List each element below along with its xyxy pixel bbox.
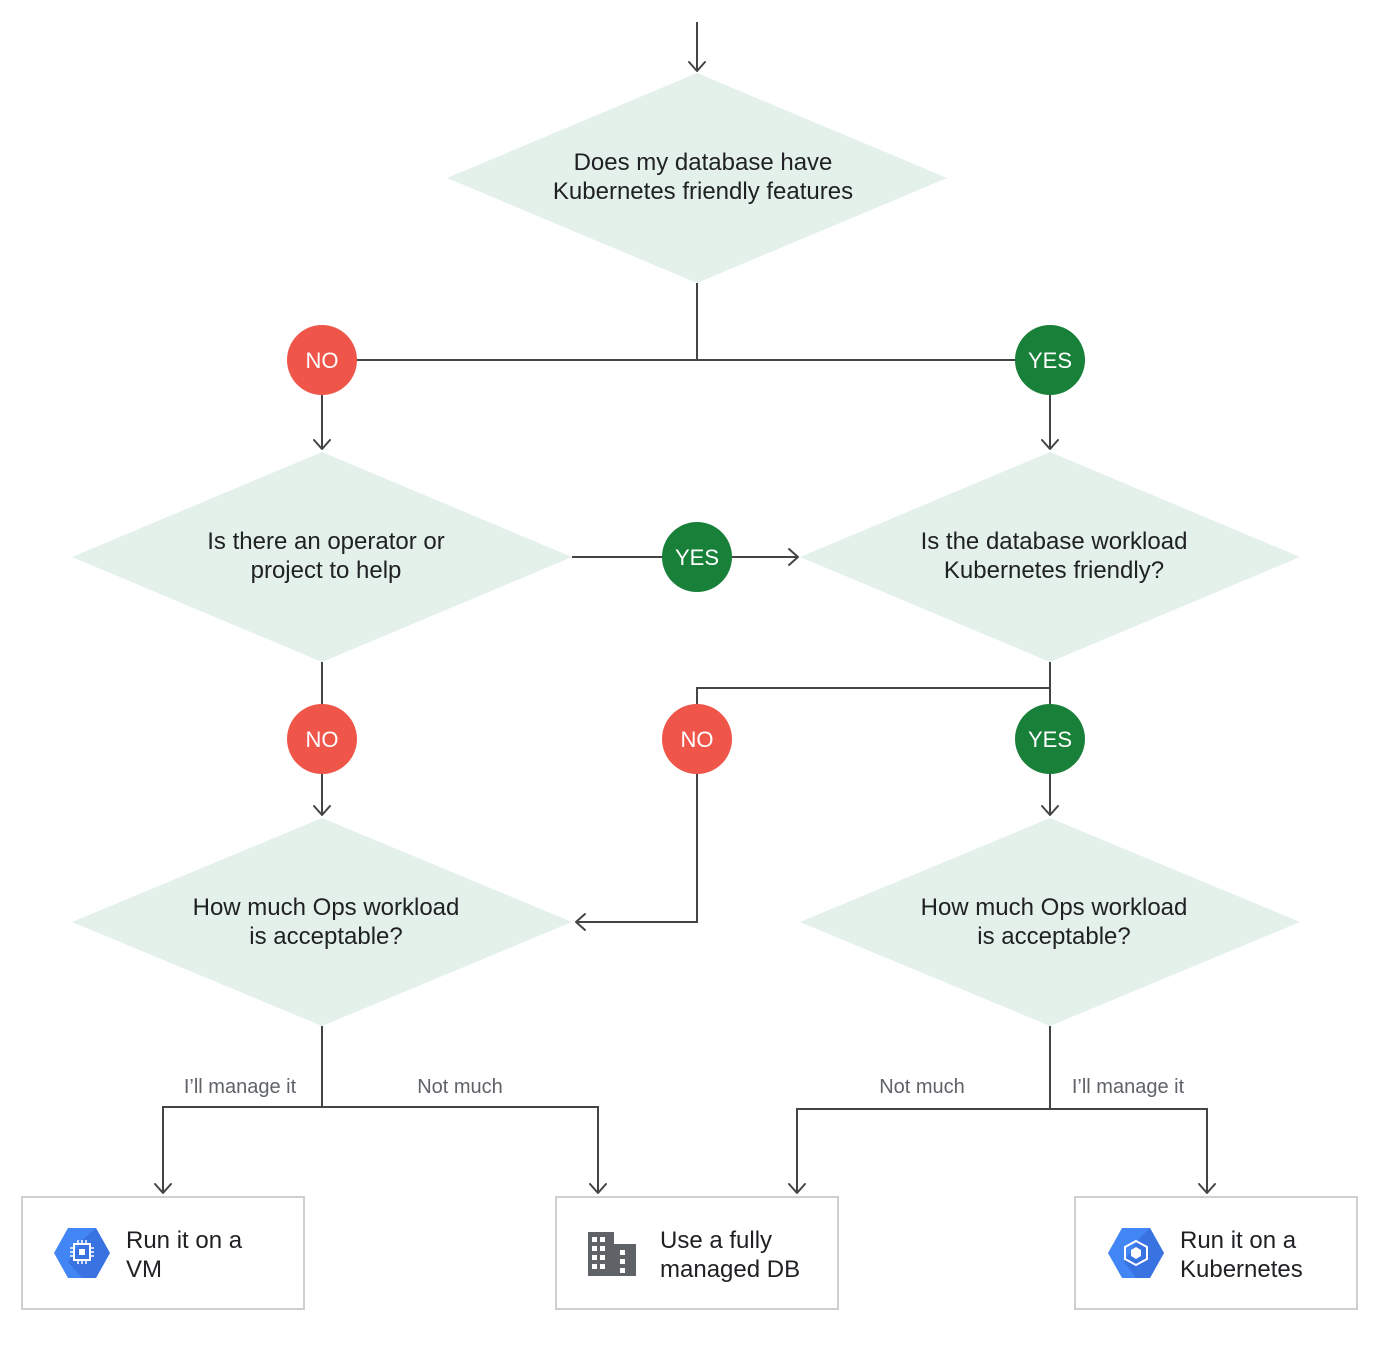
result-managed-line1: Use a fully — [660, 1227, 772, 1254]
badge-label: NO — [306, 348, 339, 373]
q5-line2: is acceptable? — [977, 923, 1130, 950]
q2-yes-arrowhead — [788, 548, 799, 566]
badge-yes-1: YES — [1015, 325, 1085, 395]
yes-badge-circle — [662, 522, 732, 592]
badge-label: YES — [1028, 348, 1072, 373]
yes1-arrowhead — [1041, 439, 1059, 450]
diamond-shape — [447, 73, 947, 283]
q3-yes-arrowhead — [1041, 805, 1059, 816]
q4-branch-line — [162, 1106, 599, 1192]
result-vm-line2: VM — [126, 1256, 162, 1283]
entry-arrowhead — [688, 61, 706, 72]
q3-line2: Kubernetes friendly? — [944, 557, 1164, 584]
badge-label: YES — [675, 545, 719, 570]
q5-branch-line — [796, 1108, 1208, 1192]
building-icon — [588, 1232, 636, 1276]
diamond-shape — [72, 452, 572, 662]
q5-right-arrowhead — [1198, 1183, 1216, 1194]
q5-left-arrowhead — [788, 1183, 806, 1194]
q4-right-arrowhead — [589, 1183, 607, 1194]
q2-line1: Is there an operator or — [207, 528, 444, 555]
decision-q3: Is the database workload Kubernetes frie… — [800, 452, 1300, 662]
q3-no-arrowhead — [575, 913, 586, 931]
decision-q5: How much Ops workload is acceptable? — [800, 818, 1300, 1026]
edge-label-right-notmuch: Not much — [879, 1076, 965, 1098]
result-vm: Run it on a VM — [21, 1196, 305, 1310]
result-kubernetes: Run it on a Kubernetes — [1074, 1196, 1358, 1310]
yes-badge-circle — [1015, 325, 1085, 395]
result-managed-db: Use a fully managed DB — [555, 1196, 839, 1310]
diamond-shape — [800, 452, 1300, 662]
result-k8s-line2: Kubernetes — [1180, 1256, 1303, 1283]
edge-label-right-manage: I’ll manage it — [1072, 1076, 1185, 1098]
yes-badge-circle — [1015, 704, 1085, 774]
q4-line1: How much Ops workload — [193, 894, 460, 921]
badge-label: NO — [681, 727, 714, 752]
edge-label-left-manage: I’ll manage it — [184, 1076, 297, 1098]
q5-line1: How much Ops workload — [921, 894, 1188, 921]
badge-label: NO — [306, 727, 339, 752]
q2-line2: project to help — [251, 557, 402, 584]
badge-no-2: NO — [287, 704, 357, 774]
badge-no-3: NO — [662, 704, 732, 774]
badge-yes-2: YES — [662, 522, 732, 592]
badge-no-1: NO — [287, 325, 357, 395]
q1-line1: Does my database have — [574, 149, 833, 176]
q1-line2: Kubernetes friendly features — [553, 178, 853, 205]
no-badge-circle — [662, 704, 732, 774]
compute-engine-icon — [54, 1228, 110, 1278]
result-vm-line1: Run it on a — [126, 1227, 243, 1254]
decision-q4: How much Ops workload is acceptable? — [72, 818, 572, 1026]
q3-no-connector — [576, 687, 1050, 923]
kubernetes-engine-icon — [1108, 1228, 1164, 1278]
decision-q1: Does my database have Kubernetes friendl… — [447, 73, 947, 283]
q2-no-arrowhead — [313, 805, 331, 816]
decision-q2: Is there an operator or project to help — [72, 452, 572, 662]
diamond-shape — [72, 818, 572, 1026]
diamond-shape — [800, 818, 1300, 1026]
no1-arrowhead — [313, 439, 331, 450]
no-badge-circle — [287, 704, 357, 774]
q3-line1: Is the database workload — [921, 528, 1188, 555]
q4-line2: is acceptable? — [249, 923, 402, 950]
no-badge-circle — [287, 325, 357, 395]
q4-left-arrowhead — [154, 1183, 172, 1194]
badge-label: YES — [1028, 727, 1072, 752]
result-k8s-line1: Run it on a — [1180, 1227, 1297, 1254]
result-managed-line2: managed DB — [660, 1256, 800, 1283]
badge-yes-3: YES — [1015, 704, 1085, 774]
edge-label-left-notmuch: Not much — [417, 1076, 503, 1098]
